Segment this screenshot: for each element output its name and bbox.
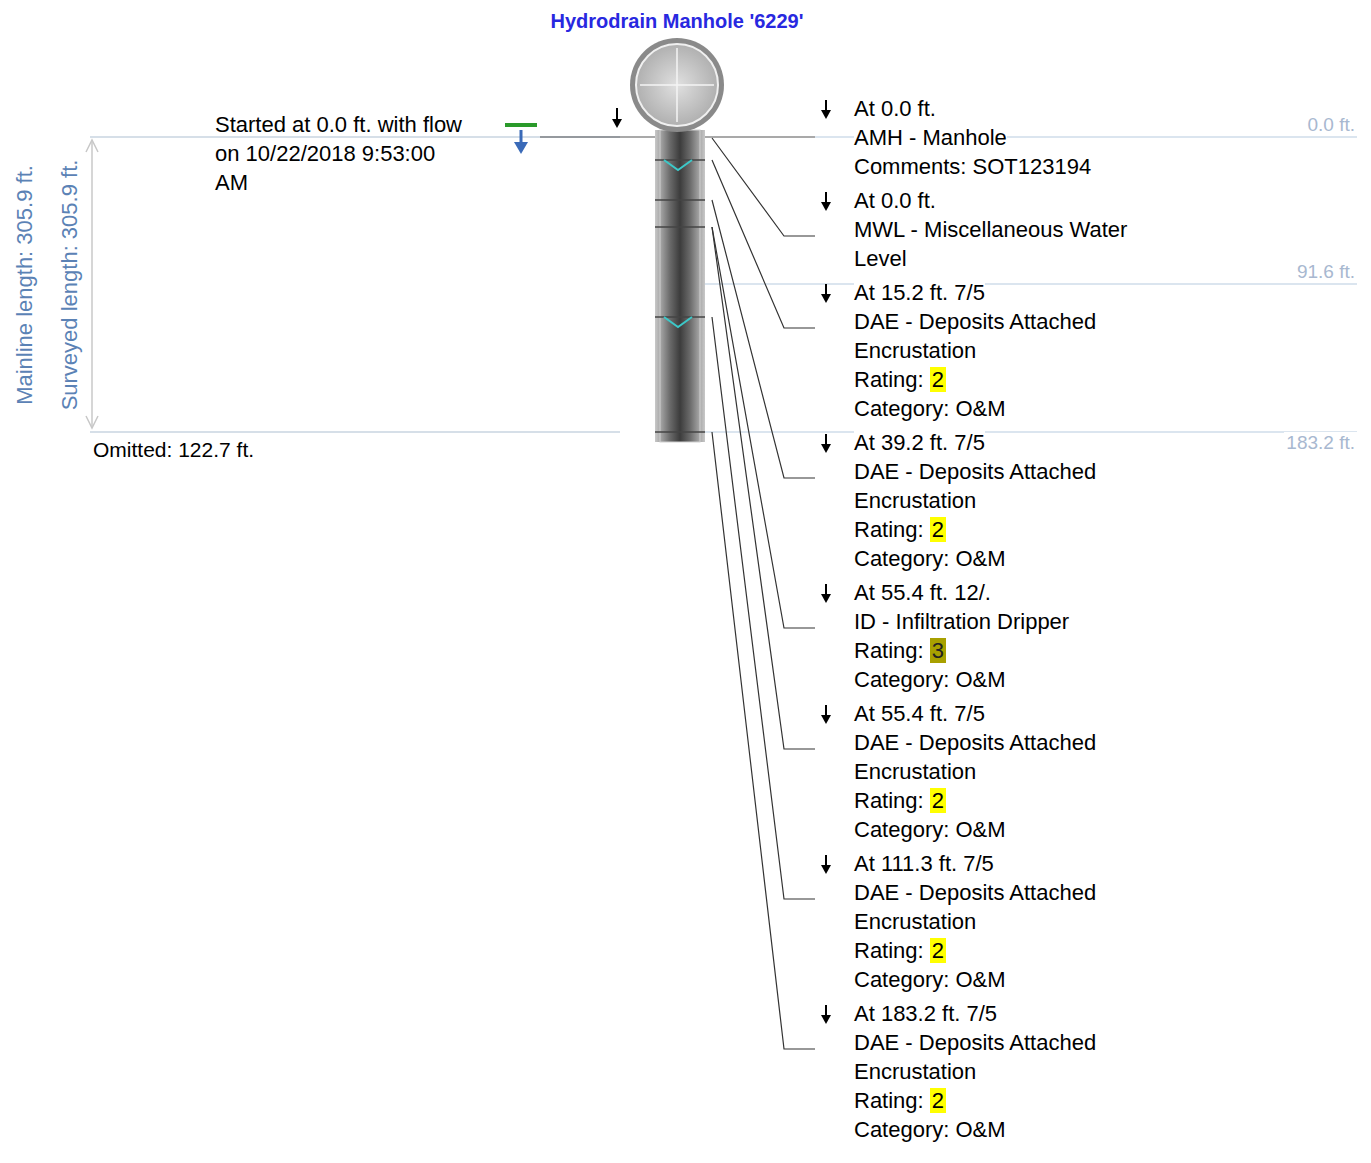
observation-text: Category: O&M	[854, 665, 1006, 694]
observation-text: MWL - Miscellaneous Water Level	[854, 215, 1154, 273]
start-note: Started at 0.0 ft. with flow on 10/22/20…	[215, 110, 467, 197]
distance-label: 183.2 ft.	[1284, 432, 1357, 454]
rating-label: Rating:	[854, 367, 924, 392]
observation-line: MWL - Miscellaneous Water Level	[854, 215, 1154, 273]
observation-line: Category: O&M	[854, 965, 1154, 994]
observation-line: At 111.3 ft. 7/5	[854, 849, 1154, 878]
observation-line: DAE - Deposits Attached Encrustation	[854, 878, 1154, 936]
observation-text: Category: O&M	[854, 544, 1006, 573]
observation-line: At 39.2 ft. 7/5	[854, 428, 1154, 457]
observation-text: AMH - Manhole	[854, 123, 1007, 152]
observation-text: At 0.0 ft.	[854, 94, 936, 123]
observation-text: At 183.2 ft. 7/5	[854, 999, 997, 1028]
observation-text: Category: O&M	[854, 965, 1006, 994]
dimension-label: Mainline length: 305.9 ft.	[12, 165, 38, 405]
observation-line: Rating:2	[854, 936, 1154, 965]
observation-line: Rating:2	[854, 365, 1154, 394]
leader-line	[712, 160, 815, 328]
down-arrow	[821, 594, 831, 603]
rating-label: Rating:	[854, 1088, 924, 1113]
observation-line: Rating:2	[854, 786, 1154, 815]
leader-line	[712, 138, 815, 236]
observation-text: At 55.4 ft. 12/.	[854, 578, 991, 607]
down-arrow	[821, 202, 831, 211]
rating-label: Rating:	[854, 638, 924, 663]
observation-text: Category: O&M	[854, 394, 1006, 423]
observation-entry: At 15.2 ft. 7/5DAE - Deposits Attached E…	[854, 278, 1154, 423]
observation-line: Category: O&M	[854, 1115, 1154, 1144]
observation-text: Category: O&M	[854, 1115, 1006, 1144]
observation-line: Category: O&M	[854, 544, 1154, 573]
distance-label: 0.0 ft.	[1305, 114, 1357, 136]
observation-text: At 39.2 ft. 7/5	[854, 428, 985, 457]
observation-line: At 0.0 ft.	[854, 94, 1154, 123]
observation-entry: At 55.4 ft. 7/5DAE - Deposits Attached E…	[854, 699, 1154, 844]
observation-line: DAE - Deposits Attached Encrustation	[854, 307, 1154, 365]
rating-value: 3	[930, 638, 946, 663]
observation-text: At 55.4 ft. 7/5	[854, 699, 985, 728]
rating-value: 2	[930, 1088, 946, 1113]
rating-label: Rating:	[854, 938, 924, 963]
observation-line: Rating:2	[854, 1086, 1154, 1115]
observation-text: At 0.0 ft.	[854, 186, 936, 215]
observation-line: Category: O&M	[854, 815, 1154, 844]
observation-text: At 15.2 ft. 7/5	[854, 278, 985, 307]
observation-entry: At 55.4 ft. 12/.ID - Infiltration Drippe…	[854, 578, 1154, 694]
leader-line	[712, 432, 815, 1049]
observation-line: AMH - Manhole	[854, 123, 1154, 152]
observation-text: DAE - Deposits Attached Encrustation	[854, 457, 1154, 515]
observation-line: ID - Infiltration Dripper	[854, 607, 1154, 636]
observation-line: DAE - Deposits Attached Encrustation	[854, 1028, 1154, 1086]
down-arrow	[821, 294, 831, 303]
observation-text: ID - Infiltration Dripper	[854, 607, 1069, 636]
rating-value: 2	[930, 938, 946, 963]
observation-text: DAE - Deposits Attached Encrustation	[854, 1028, 1154, 1086]
down-arrow	[821, 444, 831, 453]
observation-line: At 183.2 ft. 7/5	[854, 999, 1154, 1028]
observation-line: Rating:3	[854, 636, 1154, 665]
observation-line: DAE - Deposits Attached Encrustation	[854, 728, 1154, 786]
observation-entry: At 39.2 ft. 7/5DAE - Deposits Attached E…	[854, 428, 1154, 573]
down-arrow	[821, 865, 831, 874]
leader-line	[712, 317, 815, 899]
observation-line: Category: O&M	[854, 665, 1154, 694]
down-arrow	[821, 715, 831, 724]
rating-value: 2	[930, 788, 946, 813]
observation-line: Comments: SOT123194	[854, 152, 1154, 181]
observation-text: DAE - Deposits Attached Encrustation	[854, 728, 1154, 786]
observation-line: At 15.2 ft. 7/5	[854, 278, 1154, 307]
observation-entry: At 111.3 ft. 7/5DAE - Deposits Attached …	[854, 849, 1154, 994]
leader-line	[712, 227, 815, 749]
observation-text: Category: O&M	[854, 815, 1006, 844]
observation-line: At 0.0 ft.	[854, 186, 1154, 215]
omitted-note: Omitted: 122.7 ft.	[93, 438, 254, 462]
observation-line: Category: O&M	[854, 394, 1154, 423]
observation-line: At 55.4 ft. 12/.	[854, 578, 1154, 607]
observation-entry: At 0.0 ft.AMH - ManholeComments: SOT1231…	[854, 94, 1154, 181]
observation-text: DAE - Deposits Attached Encrustation	[854, 307, 1154, 365]
rating-label: Rating:	[854, 788, 924, 813]
observation-text: At 111.3 ft. 7/5	[854, 849, 994, 878]
rating-value: 2	[930, 517, 946, 542]
observation-line: Rating:2	[854, 515, 1154, 544]
manhole-title: Hydrodrain Manhole '6229'	[551, 10, 804, 33]
dimension-label: Surveyed length: 305.9 ft.	[57, 160, 83, 411]
rating-value: 2	[930, 367, 946, 392]
observation-line: At 55.4 ft. 7/5	[854, 699, 1154, 728]
observation-line: DAE - Deposits Attached Encrustation	[854, 457, 1154, 515]
down-arrow	[821, 1015, 831, 1024]
observation-entry: At 183.2 ft. 7/5DAE - Deposits Attached …	[854, 999, 1154, 1144]
observation-text: DAE - Deposits Attached Encrustation	[854, 878, 1154, 936]
observation-list: At 0.0 ft.AMH - ManholeComments: SOT1231…	[854, 94, 1154, 1149]
distance-label: 91.6 ft.	[1295, 261, 1357, 283]
observation-text: Comments: SOT123194	[854, 152, 1091, 181]
rating-label: Rating:	[854, 517, 924, 542]
down-arrow	[821, 110, 831, 119]
observation-entry: At 0.0 ft.MWL - Miscellaneous Water Leve…	[854, 186, 1154, 273]
